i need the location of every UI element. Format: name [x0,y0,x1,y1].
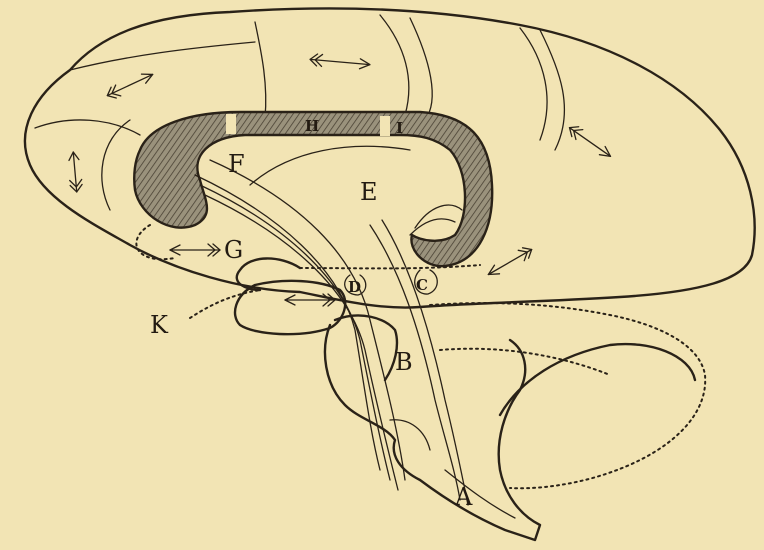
fornix-curve [250,146,410,185]
arrow-icon [485,244,534,279]
arrow-icon [566,123,614,162]
gyrus-boundary [520,28,547,140]
fiber-tract [210,160,405,480]
septum-curve [410,219,455,235]
label-i: I [396,119,403,137]
label-b: B [395,348,413,376]
corpus-callosum [134,112,492,266]
gyrus-boundary [380,15,409,115]
gyrus-boundary [540,30,564,150]
cerebrum-outline [25,8,755,307]
gyrus-boundary [35,120,140,135]
label-c: C [416,276,428,294]
label-h: H [305,117,319,135]
label-k: K [150,311,169,339]
label-a: A [454,483,473,511]
label-f: F [228,150,245,178]
label-e: E [360,178,378,206]
arrow-icon [285,294,335,306]
gyrus-boundary [102,120,130,210]
cerebellum-lobe [500,344,695,415]
callosum-band [380,116,390,136]
label-g: G [224,236,243,264]
gyrus-boundary [255,22,266,118]
arrow-icon [310,53,371,70]
fiber-tract [200,185,390,480]
gyrus-boundary [410,18,432,120]
arrow-icon [67,152,82,193]
cerebellum-outline [430,303,705,488]
medulla-line [390,420,430,450]
ventricle-dotted-line [136,225,175,259]
fiber-tract [195,175,380,470]
label-d: D [348,278,361,296]
arrow-icon [105,69,155,101]
callosum-band [226,114,236,134]
arrow-icon [170,244,220,256]
k-pointer-line [190,290,260,318]
brainstem [325,325,540,540]
